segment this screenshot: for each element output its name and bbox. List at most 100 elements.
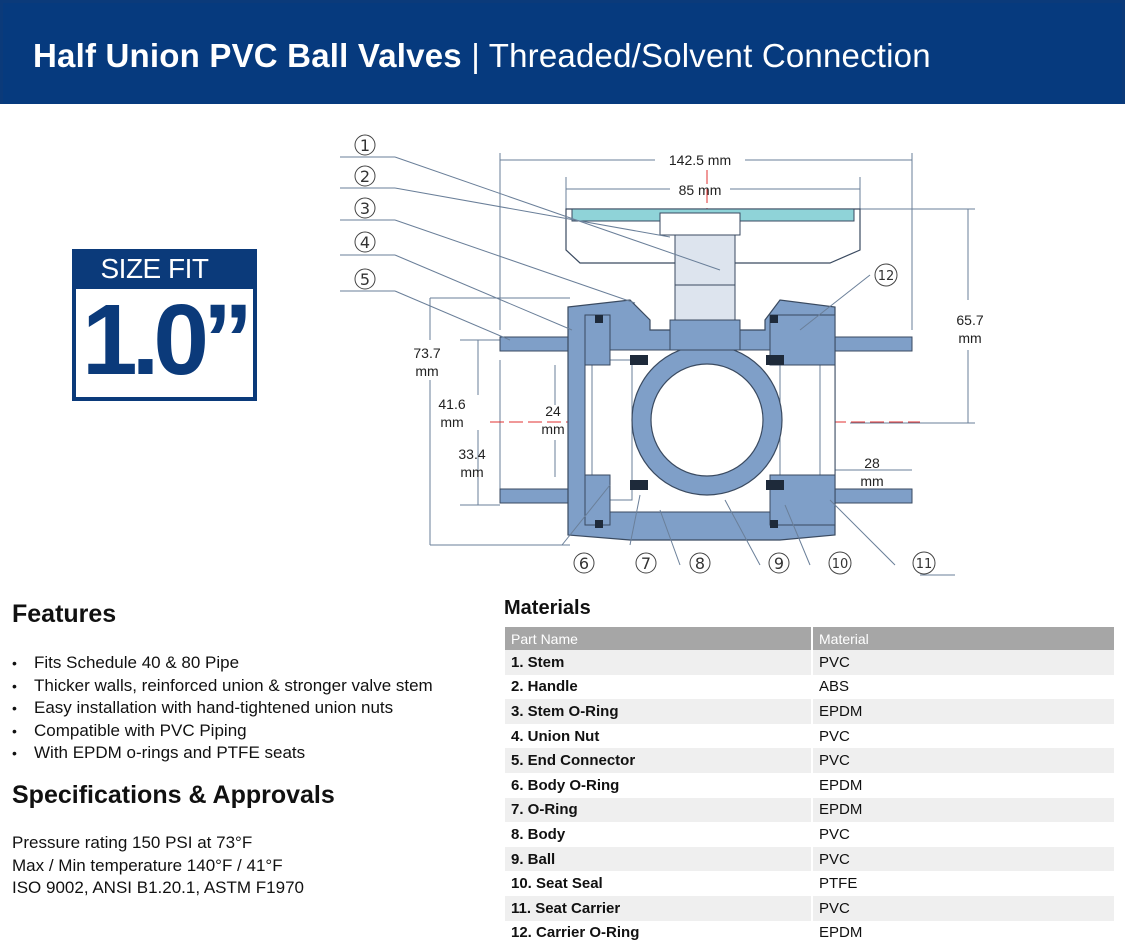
part-name: 7. O-Ring	[505, 797, 813, 823]
callout-7-text: 7	[641, 554, 651, 573]
callout-3-text: 3	[360, 199, 370, 218]
callout-7: 7	[635, 552, 657, 574]
part-material: PTFE	[812, 871, 1114, 896]
part-material: PVC	[812, 748, 1114, 773]
part-name: 5. End Connector	[505, 748, 813, 773]
part-material: ABS	[812, 674, 1114, 700]
materials-header-row: Part Name Material	[505, 627, 1114, 650]
dim-outer-diameter-unit: mm	[440, 414, 463, 430]
page-title: Half Union PVC Ball Valves | Threaded/So…	[33, 37, 931, 75]
dim-socket-depth-unit: mm	[860, 473, 883, 489]
dim-pipe-od: 33.4	[458, 446, 485, 462]
part-material: PVC	[812, 846, 1114, 872]
header-inner: Half Union PVC Ball Valves | Threaded/So…	[3, 3, 1122, 104]
callout-4: 4	[354, 231, 376, 253]
size-fit-value: 1.0”	[81, 284, 253, 396]
part-material: EPDM	[812, 772, 1114, 798]
feature-item: Thicker walls, reinforced union & strong…	[12, 675, 433, 698]
callout-12: 12	[874, 263, 898, 287]
specs-list: Pressure rating 150 PSI at 73°F Max / Mi…	[12, 832, 304, 900]
materials-heading: Materials	[504, 597, 591, 619]
part-material: EPDM	[812, 920, 1114, 946]
part-material: PVC	[812, 822, 1114, 847]
feature-item: With EPDM o-rings and PTFE seats	[12, 742, 433, 765]
part-name: 11. Seat Carrier	[505, 895, 813, 921]
feature-item: Compatible with PVC Piping	[12, 720, 433, 743]
size-fit-badge: SIZE FIT 1.0”	[72, 249, 257, 401]
dim-height-handle-unit: mm	[958, 330, 981, 346]
dim-bore-unit: mm	[541, 421, 564, 437]
dim-socket-depth: 28	[864, 455, 880, 471]
part-material: PVC	[812, 723, 1114, 749]
callout-1: 1	[354, 134, 376, 156]
dim-outer-diameter: 41.6	[438, 396, 465, 412]
part-name: 2. Handle	[505, 674, 813, 700]
size-fit-label: SIZE FIT	[100, 253, 210, 284]
spec-line: Pressure rating 150 PSI at 73°F	[12, 833, 253, 852]
dim-bore: 24	[545, 403, 561, 419]
callout-5-text: 5	[360, 270, 370, 289]
callout-6-text: 6	[579, 554, 589, 573]
valve-handle	[565, 208, 861, 286]
dim-overall-height-unit: mm	[415, 363, 438, 379]
callout-6: 6	[573, 552, 595, 574]
part-material: EPDM	[812, 699, 1114, 724]
callout-1-text: 1	[360, 136, 370, 155]
callout-2: 2	[354, 165, 376, 187]
callout-11-text: 11	[916, 557, 933, 572]
title-bold: Half Union PVC Ball Valves	[33, 37, 462, 74]
callout-4-text: 4	[360, 233, 370, 252]
callout-3: 3	[354, 197, 376, 219]
dim-handle-width: 85 mm	[679, 182, 722, 198]
features-list: Fits Schedule 40 & 80 Pipe Thicker walls…	[12, 652, 433, 765]
dim-overall-height: 73.7	[413, 345, 440, 361]
callout-8-text: 8	[695, 554, 705, 573]
part-name: 10. Seat Seal	[505, 871, 813, 896]
dim-pipe-od-unit: mm	[460, 464, 483, 480]
valve-diagram: 1 2 3 4 5 6 7 8 9 10 11 12 142.5 mm 85 m…	[340, 134, 984, 576]
callout-markers: 1 2 3 4 5 6 7 8 9 10 11 12	[354, 134, 936, 575]
title-rest: Threaded/Solvent Connection	[488, 37, 931, 74]
callout-8: 8	[689, 552, 711, 574]
dim-height-handle: 65.7	[956, 312, 983, 328]
callout-5: 5	[354, 268, 376, 290]
part-name: 12. Carrier O-Ring	[505, 920, 813, 946]
callout-2-text: 2	[360, 167, 370, 186]
part-name: 1. Stem	[505, 650, 813, 675]
callout-11: 11	[912, 551, 936, 575]
callout-10-text: 10	[832, 557, 849, 572]
part-material: PVC	[812, 650, 1114, 675]
callout-9-text: 9	[774, 554, 784, 573]
part-name: 9. Ball	[505, 846, 813, 872]
feature-item: Fits Schedule 40 & 80 Pipe	[12, 652, 433, 675]
callout-9: 9	[768, 552, 790, 574]
title-separator: |	[461, 37, 489, 74]
dimension-labels: 142.5 mm 85 mm 65.7 mm 73.7 mm 41.6 mm 3…	[413, 152, 983, 489]
spec-line: ISO 9002, ANSI B1.20.1, ASTM F1970	[12, 878, 304, 897]
header-banner: Half Union PVC Ball Valves | Threaded/So…	[0, 0, 1125, 106]
part-name: 8. Body	[505, 822, 813, 847]
part-name: 3. Stem O-Ring	[505, 699, 813, 724]
callout-12-text: 12	[878, 269, 895, 284]
valve-body	[499, 279, 913, 541]
part-material: PVC	[812, 895, 1114, 921]
specs-heading: Specifications & Approvals	[12, 781, 335, 809]
part-name: 4. Union Nut	[505, 723, 813, 749]
part-name: 6. Body O-Ring	[505, 772, 813, 798]
spec-line: Max / Min temperature 140°F / 41°F	[12, 855, 283, 875]
feature-item: Easy installation with hand-tightened un…	[12, 697, 433, 720]
col-material: Material	[812, 627, 1114, 650]
col-part-name: Part Name	[505, 627, 813, 650]
